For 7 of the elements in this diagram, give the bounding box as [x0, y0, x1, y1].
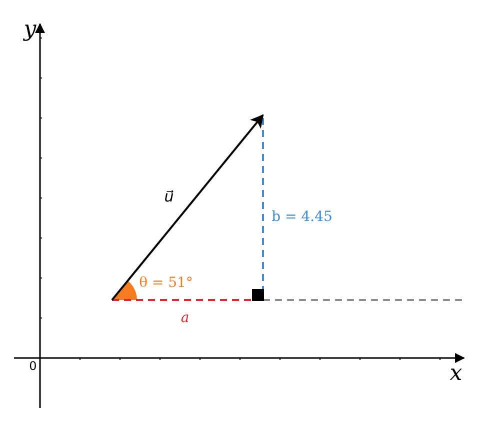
angle-label: θ = 51°	[139, 276, 193, 290]
origin-label: 0	[29, 360, 37, 372]
axis-label: x	[450, 363, 462, 385]
axis-label: y	[24, 19, 36, 41]
component-label: b = 4.45	[272, 210, 332, 224]
component-label: a	[180, 311, 190, 325]
vector-label: u⃗	[164, 190, 174, 204]
